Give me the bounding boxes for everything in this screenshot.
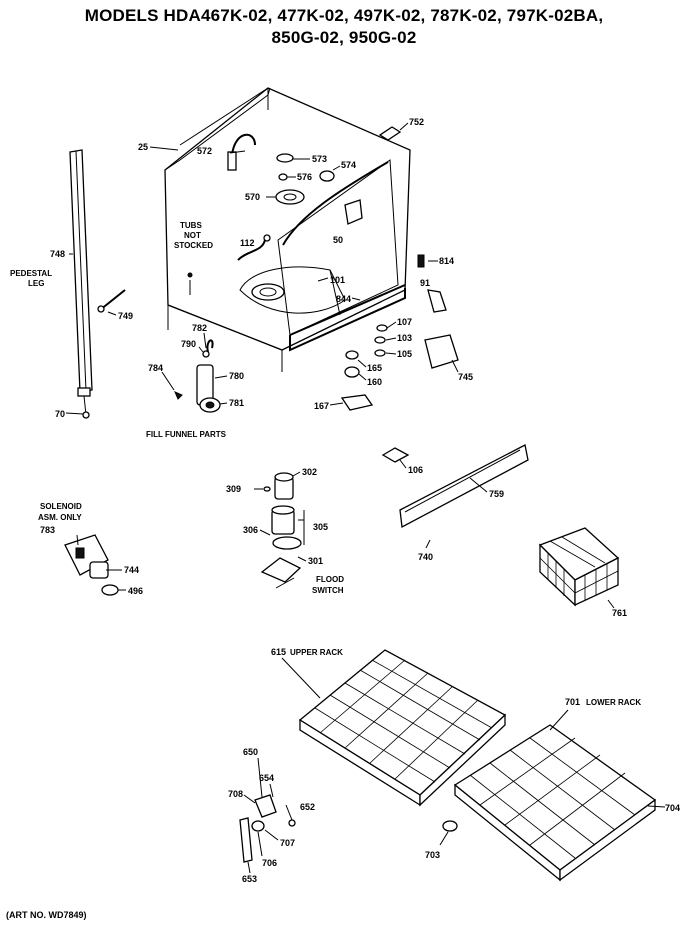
part-label: 844 [336, 294, 351, 304]
caption-tubs-not-stocked: NOT [184, 231, 201, 240]
caption-solenoid-asm-only: ASM. ONLY [38, 513, 82, 522]
part-label: 745 [458, 372, 473, 382]
silverware-basket [538, 527, 620, 607]
caption-tubs-not-stocked: TUBS [180, 221, 202, 230]
part-label: 749 [118, 311, 133, 321]
part-label: 790 [181, 339, 196, 349]
part-label: 708 [228, 789, 243, 799]
part-label: 105 [397, 349, 412, 359]
part-label: 101 [330, 275, 345, 285]
fill-funnel-parts [174, 339, 221, 413]
solenoid-assembly [64, 534, 119, 596]
part-label: 573 [312, 154, 327, 164]
part-label: 106 [408, 465, 423, 475]
part-label: 309 [226, 484, 241, 494]
rack-adjuster-parts [239, 794, 296, 863]
clip-752 [378, 126, 402, 141]
caption-tubs-not-stocked: STOCKED [174, 241, 213, 250]
part-label: 165 [367, 363, 382, 373]
part-label: 576 [297, 172, 312, 182]
part-label: 50 [333, 235, 343, 245]
part-label: 70 [55, 409, 65, 419]
part-label: 91 [420, 278, 430, 288]
caption-fill-funnel-parts: FILL FUNNEL PARTS [146, 430, 227, 439]
bracket-745 [424, 334, 459, 369]
lower-rack [442, 724, 657, 882]
part-label: 706 [262, 858, 277, 868]
part-label: 707 [280, 838, 295, 848]
part-label: 653 [242, 874, 257, 884]
caption-flood-switch: FLOOD [316, 575, 344, 584]
part-label: 305 [313, 522, 328, 532]
small-fittings [340, 324, 388, 411]
part-label: 654 [259, 773, 274, 783]
part-label: 25 [138, 142, 148, 152]
art-number: (ART NO. WD7849) [6, 910, 87, 920]
leader-lines [65, 122, 666, 874]
part-label: 784 [148, 363, 163, 373]
caption-pedestal-leg: LEG [28, 279, 44, 288]
part-label: 761 [612, 608, 627, 618]
part-label: 572 [197, 146, 212, 156]
caption-upper-rack: UPPER RACK [290, 648, 343, 657]
part-label: 574 [341, 160, 356, 170]
part-label: 783 [40, 525, 55, 535]
part-label: 782 [192, 323, 207, 333]
part-814 [417, 254, 425, 268]
caption-pedestal-leg: PEDESTAL [10, 269, 52, 278]
part-label: 306 [243, 525, 258, 535]
part-label: 744 [124, 565, 139, 575]
pedestal-leg [69, 149, 126, 419]
tub-assembly [164, 87, 411, 372]
part-label: 615 [271, 647, 286, 657]
part-label: 759 [489, 489, 504, 499]
part-number-labels: 25 572 573 574 576 570 50 752 112 101 84… [40, 117, 680, 884]
section-captions: TUBS NOT STOCKED PEDESTAL LEG FILL FUNNE… [10, 221, 641, 707]
diagram-title-line-2: 850G-02, 950G-02 [271, 28, 417, 47]
part-label: 701 [565, 697, 580, 707]
part-label: 650 [243, 747, 258, 757]
part-label: 112 [240, 238, 255, 248]
caption-flood-switch: SWITCH [312, 586, 344, 595]
part-label: 107 [397, 317, 412, 327]
part-label: 814 [439, 256, 454, 266]
upper-rack [298, 649, 507, 807]
part-label: 570 [245, 192, 260, 202]
part-label: 703 [425, 850, 440, 860]
part-label: 752 [409, 117, 424, 127]
part-label: 302 [302, 467, 317, 477]
part-label: 740 [418, 552, 433, 562]
part-91 [427, 289, 447, 313]
part-label: 103 [397, 333, 412, 343]
part-label: 652 [300, 802, 315, 812]
mounting-strip-759 [381, 444, 529, 549]
part-label: 704 [665, 803, 680, 813]
part-label: 748 [50, 249, 65, 259]
caption-lower-rack: LOWER RACK [586, 698, 641, 707]
part-label: 781 [229, 398, 244, 408]
part-label: 167 [314, 401, 329, 411]
diagram-title-line-1: MODELS HDA467K-02, 477K-02, 497K-02, 787… [84, 6, 604, 25]
part-label: 301 [308, 556, 323, 566]
flood-switch-assembly [260, 472, 305, 589]
caption-solenoid-asm-only: SOLENOID [40, 502, 82, 511]
part-label: 496 [128, 586, 143, 596]
part-label: 780 [229, 371, 244, 381]
part-label: 160 [367, 377, 382, 387]
